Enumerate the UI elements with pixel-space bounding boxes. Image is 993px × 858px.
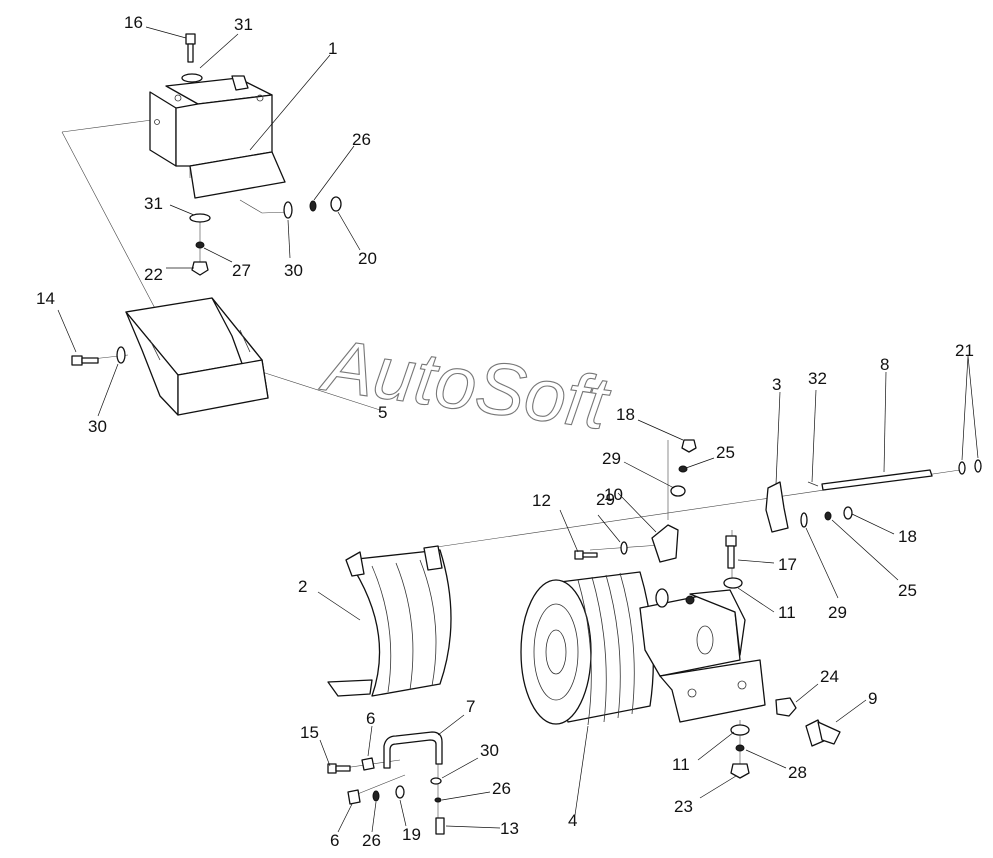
part-1-top-guard <box>149 75 286 199</box>
part-25-washer-top <box>678 465 688 473</box>
part-9-bolt <box>805 719 841 747</box>
callout-26-top: 26 <box>352 130 371 149</box>
part-16-bolt <box>185 33 196 63</box>
callout-12: 12 <box>532 491 551 510</box>
callout-6-lower: 6 <box>330 831 339 850</box>
part-5-chute <box>125 297 269 416</box>
callout-4: 4 <box>568 811 577 830</box>
part-27-washer <box>195 241 205 249</box>
part-10-bracket <box>651 524 679 563</box>
part-20-nut <box>330 196 342 212</box>
part-26-washer-lower <box>372 790 380 802</box>
callout-29-top: 29 <box>602 449 621 468</box>
callout-27: 27 <box>232 261 251 280</box>
part-2-belt-guard <box>327 545 452 697</box>
part-12-bolt <box>574 550 598 560</box>
part-14-bolt <box>71 355 99 366</box>
callout-1: 1 <box>328 39 337 58</box>
part-3-bracket <box>765 481 789 533</box>
callout-29-right: 29 <box>828 603 847 622</box>
leader-lines <box>57 26 979 833</box>
callout-25-top: 25 <box>716 443 735 462</box>
part-21-washer-a <box>958 461 966 475</box>
part-30-washer-lower <box>430 777 442 785</box>
part-23-nut <box>730 763 750 779</box>
callout-22: 22 <box>144 265 163 284</box>
part-19-washer <box>395 785 405 799</box>
callout-19: 19 <box>402 825 421 844</box>
callout-3: 3 <box>772 375 781 394</box>
callout-7: 7 <box>466 697 475 716</box>
bearing-housing <box>639 588 766 723</box>
callout-20: 20 <box>358 249 377 268</box>
callout-8: 8 <box>880 355 889 374</box>
part-13-bolt <box>435 817 445 835</box>
callout-30-lower: 30 <box>480 741 499 760</box>
callout-11-lower: 11 <box>672 755 690 774</box>
callout-5: 5 <box>378 403 387 422</box>
part-17-bolt <box>725 535 737 569</box>
callout-18-top: 18 <box>616 405 635 424</box>
part-11-washer-lower <box>730 724 750 736</box>
part-24-nut <box>775 697 797 717</box>
part-26-washer-mid <box>434 797 442 803</box>
part-25-washer-right <box>824 511 832 521</box>
callout-28: 28 <box>788 763 807 782</box>
part-8-rod <box>821 469 933 491</box>
part-6-clip-lower <box>347 789 361 805</box>
callout-30-top: 30 <box>284 261 303 280</box>
part-31-washer-top <box>181 73 203 83</box>
part-15-bolt <box>327 763 351 774</box>
part-6-clip-upper <box>361 757 375 771</box>
callout-26-mid: 26 <box>492 779 511 798</box>
part-18-nut-right <box>843 506 853 520</box>
callout-10: 10 <box>604 485 623 504</box>
part-29-washer-top <box>670 485 686 497</box>
part-31-washer-bottom <box>189 213 211 223</box>
part-29-washer-left <box>620 541 628 555</box>
part-22-nut <box>191 261 209 276</box>
part-28-washer <box>735 744 745 752</box>
part-11-washer-upper <box>723 577 743 589</box>
callout-29-mid: 29 <box>596 490 615 509</box>
callout-15: 15 <box>300 723 319 742</box>
callout-23: 23 <box>674 797 693 816</box>
callout-32: 32 <box>808 369 827 388</box>
part-21-washer-b <box>974 459 982 473</box>
part-7-u-bolt <box>383 731 443 769</box>
part-32-pin <box>807 481 819 487</box>
callout-26-lower: 26 <box>362 831 381 850</box>
callout-14: 14 <box>36 289 55 308</box>
watermark: AutoSoft <box>316 323 616 446</box>
part-29-washer-right <box>800 512 808 528</box>
callout-9: 9 <box>868 689 877 708</box>
callout-17: 17 <box>778 555 797 574</box>
callout-31-mid: 31 <box>144 194 163 213</box>
callout-31-top: 31 <box>234 15 253 34</box>
callout-labels: 16 31 1 26 31 30 20 22 27 14 30 5 8 21 3… <box>36 13 974 850</box>
callout-30-left: 30 <box>88 417 107 436</box>
callout-21: 21 <box>955 341 974 360</box>
callout-24: 24 <box>820 667 839 686</box>
callout-13: 13 <box>500 819 519 838</box>
callout-2: 2 <box>298 577 307 596</box>
part-18-nut-top <box>681 439 697 453</box>
part-4-pulley <box>520 571 654 726</box>
callout-18-right: 18 <box>898 527 917 546</box>
callout-16: 16 <box>124 13 143 32</box>
callout-6-upper: 6 <box>366 709 375 728</box>
part-26-lock-washer <box>309 200 317 212</box>
callout-11-upper: 11 <box>778 603 796 622</box>
part-30-washer <box>283 201 293 219</box>
callout-25-right: 25 <box>898 581 917 600</box>
part-30-washer-left <box>116 346 126 364</box>
